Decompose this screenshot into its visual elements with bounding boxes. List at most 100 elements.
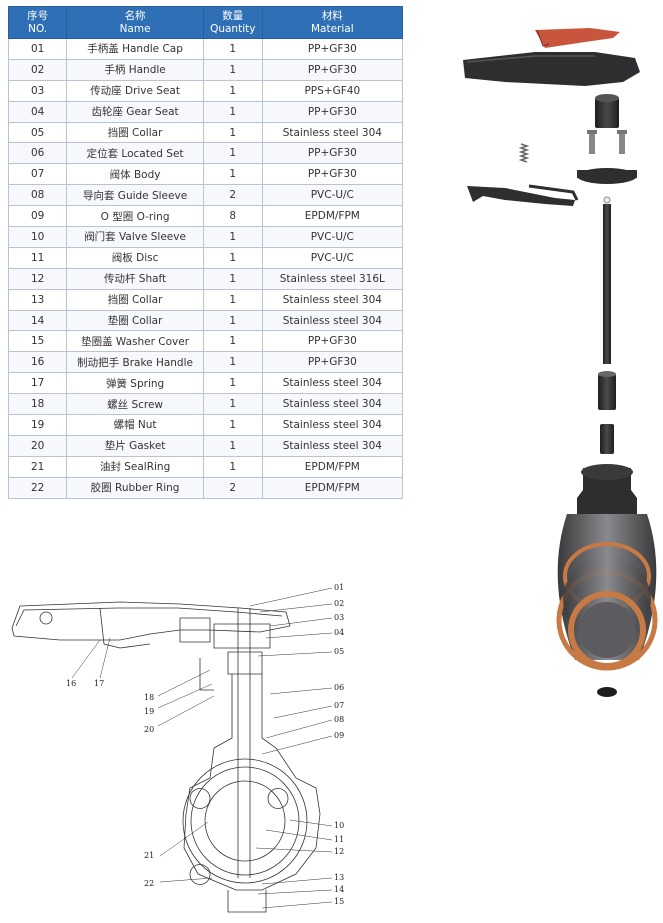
cell-material: Stainless steel 316L (261, 267, 404, 290)
cell-name: 螺帽 Nut (66, 414, 204, 436)
cell-material: EPDM/FPM (261, 205, 404, 228)
cell-no: 12 (7, 267, 68, 290)
cell-no: 20 (7, 434, 68, 457)
gear-seat (577, 168, 637, 184)
cell-material: PP+GF30 (261, 100, 404, 123)
cell-material: PP+GF30 (261, 330, 404, 353)
guide-sleeves (598, 371, 616, 454)
callout-label: 03 (334, 613, 344, 622)
callout-label: 20 (144, 725, 154, 734)
cell-quantity: 1 (202, 393, 263, 416)
cell-no: 15 (7, 330, 68, 353)
cell-material: Stainless steel 304 (261, 434, 404, 457)
cell-quantity: 1 (202, 372, 263, 395)
header-quantity-cn: 数量 (222, 9, 244, 22)
cell-material: PVC-U/C (261, 226, 404, 248)
callout-label: 08 (334, 715, 344, 724)
handle (463, 52, 640, 86)
callout-label: 11 (334, 835, 344, 844)
cell-quantity: 8 (202, 205, 263, 228)
cell-no: 16 (7, 351, 68, 374)
cell-material: PP+GF30 (261, 351, 404, 374)
cell-name: 垫片 Gasket (66, 434, 204, 457)
header-name-en: Name (119, 22, 151, 35)
callout-label: 21 (144, 851, 154, 860)
cell-quantity: 1 (202, 58, 263, 81)
callout-label: 16 (66, 679, 76, 688)
valve-body (556, 464, 658, 671)
cell-quantity: 1 (202, 434, 263, 457)
cell-quantity: 1 (202, 309, 263, 332)
callout-label: 09 (334, 731, 344, 740)
cell-quantity: 1 (202, 79, 263, 102)
cell-quantity: 2 (202, 476, 263, 499)
cell-no: 06 (7, 142, 68, 165)
cell-quantity: 1 (202, 330, 263, 353)
cell-quantity: 1 (202, 267, 263, 290)
cell-material: Stainless steel 304 (261, 121, 404, 144)
cell-quantity: 1 (202, 100, 263, 123)
cell-quantity: 1 (202, 455, 263, 478)
shaft (603, 196, 611, 364)
cell-material: Stainless steel 304 (261, 414, 404, 436)
callout-label: 12 (334, 847, 344, 856)
cell-quantity: 1 (202, 246, 263, 269)
screws (587, 130, 627, 154)
callout-label: 05 (334, 647, 344, 656)
brake-handle (467, 184, 579, 206)
cell-material: PVC-U/C (261, 246, 404, 269)
callout-label: 07 (334, 701, 344, 710)
cell-no: 11 (7, 246, 68, 269)
cell-name: 螺丝 Screw (66, 393, 204, 416)
cell-name: 手柄 Handle (66, 58, 204, 81)
cell-material: PPS+GF40 (261, 79, 404, 102)
cell-no: 21 (7, 455, 68, 478)
cell-quantity: 1 (202, 121, 263, 144)
cell-material: Stainless steel 304 (261, 288, 404, 311)
handle-cap (535, 28, 620, 48)
cell-quantity: 1 (202, 226, 263, 248)
exploded-view-illustration (463, 28, 658, 697)
cell-no: 09 (7, 205, 68, 228)
cell-no: 17 (7, 372, 68, 395)
cell-no: 10 (7, 226, 68, 248)
callout-label: 13 (334, 873, 344, 882)
cell-name: O 型圈 O-ring (66, 205, 204, 228)
callout-label: 18 (144, 693, 154, 702)
cell-quantity: 1 (202, 142, 263, 165)
callout-label: 06 (334, 683, 344, 692)
leader-lines (71, 587, 333, 909)
header-material-cn: 材料 (321, 9, 343, 22)
cell-material: PP+GF30 (261, 58, 404, 81)
cell-name: 定位套 Located Set (66, 142, 204, 165)
header-no-cn: 序号 (27, 9, 49, 22)
header-material-en: Material (310, 22, 354, 35)
cell-material: Stainless steel 304 (261, 393, 404, 416)
section-outline (11, 601, 321, 913)
header-quantity-en: Quantity (210, 22, 256, 35)
bottom-cover (597, 687, 617, 697)
